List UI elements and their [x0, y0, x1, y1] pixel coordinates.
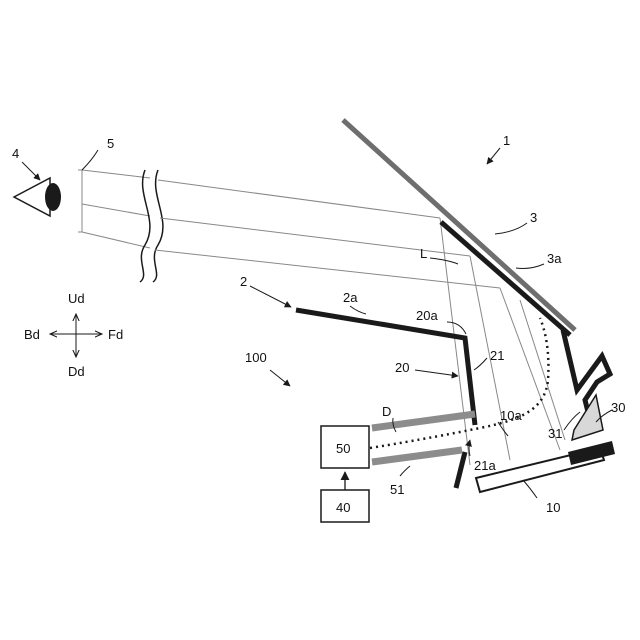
housing-lower	[456, 452, 465, 488]
label-windshield-surface: 3a	[547, 251, 562, 266]
break-marks	[140, 170, 163, 282]
label-dashboard: 2	[240, 274, 247, 289]
label-dir-up: Ud	[68, 291, 85, 306]
windshield	[343, 120, 575, 335]
label-eyebox: 5	[107, 136, 114, 151]
label-display: 10	[546, 500, 560, 515]
label-mirror: 30	[611, 400, 625, 415]
label-eye: 4	[12, 146, 19, 161]
housing-front	[563, 330, 610, 412]
label-cover: 20	[395, 360, 409, 375]
display	[476, 441, 615, 492]
label-light-path: L	[420, 246, 427, 261]
label-cover-edge: 20a	[416, 308, 438, 323]
label-windshield: 3	[530, 210, 537, 225]
leader-lines	[22, 148, 612, 498]
label-display-surface: 10a	[500, 408, 522, 423]
label-dir-front: Fd	[108, 327, 123, 342]
label-unit-50: 50	[336, 441, 350, 456]
label-opening: 21	[490, 348, 504, 363]
label-dir-down: Dd	[68, 364, 85, 379]
label-opening-edge: 21a	[474, 458, 496, 473]
label-unit-40: 40	[336, 500, 350, 515]
label-dir-back: Bd	[24, 327, 40, 342]
label-dashboard-surface: 2a	[343, 290, 358, 305]
beam-lines-left	[82, 170, 150, 248]
label-cable: 51	[390, 482, 404, 497]
eye-icon	[14, 178, 61, 216]
label-vehicle: 1	[503, 133, 510, 148]
label-dimension: D	[382, 404, 391, 419]
label-hud-device: 100	[245, 350, 267, 365]
label-mirror-part: 31	[548, 426, 562, 441]
direction-cross	[50, 314, 102, 357]
eyebox-bracket	[78, 170, 82, 232]
